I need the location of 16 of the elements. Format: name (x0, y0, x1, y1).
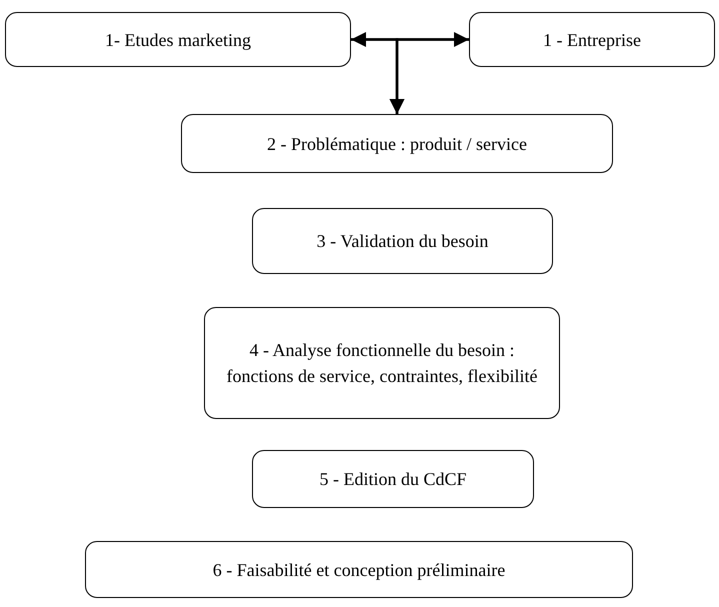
process-box (5, 12, 351, 67)
process-box (252, 450, 534, 508)
process-box (469, 12, 715, 67)
box-label: 6 - Faisabilité et conception préliminaire (212, 558, 506, 582)
process-box (204, 307, 560, 419)
process-box (181, 114, 613, 173)
box-label: 3 - Validation du besoin (316, 230, 488, 253)
box-label: 5 - Edition du CdCF (319, 468, 466, 491)
process-box (252, 208, 553, 274)
box-label: 2 - Problématique : produit / service (267, 132, 527, 156)
box-label: 4 - Analyse fonctionnelle du besoin : fonctions de service, contraintes, flexibilité (226, 339, 538, 388)
process-box (85, 541, 633, 598)
arrow (390, 38, 469, 114)
box-label: 1 - Entreprise (543, 28, 641, 52)
arrow (351, 32, 469, 47)
box-label: 1- Etudes marketing (105, 28, 251, 52)
